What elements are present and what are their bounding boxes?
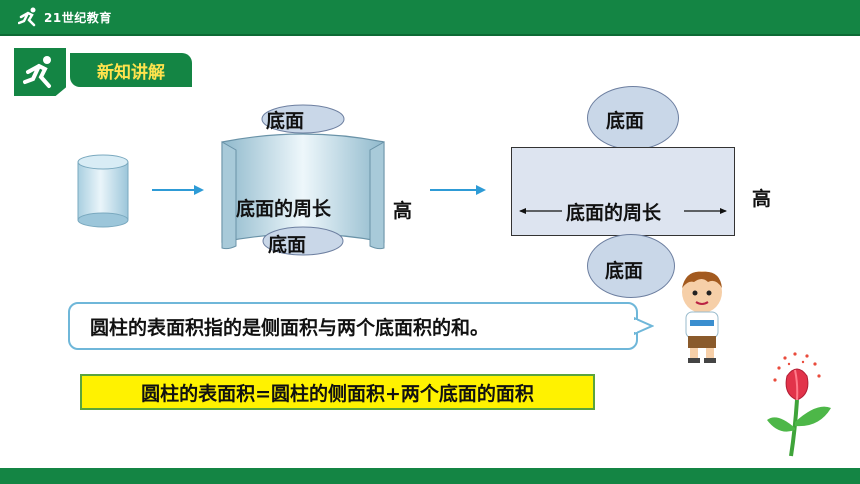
width-arrows — [519, 208, 727, 214]
net-bottom-base-label: 底面 — [605, 260, 644, 282]
footer-bar — [0, 468, 860, 484]
speech-tail — [634, 316, 654, 336]
speech-bubble: 圆柱的表面积指的是侧面积与两个底面积的和。 — [68, 302, 638, 350]
formula-text: 圆柱的表面积=圆柱的侧面积+两个底面的面积 — [141, 382, 534, 405]
bottom-base-label: 底面 — [268, 234, 307, 256]
header-bar — [0, 0, 860, 34]
small-cylinder — [77, 154, 129, 228]
formula-box: 圆柱的表面积=圆柱的侧面积+两个底面的面积 — [80, 374, 595, 410]
unrolling-cylinder — [221, 104, 385, 256]
brand-text: 21世纪教育 — [44, 10, 112, 25]
net-top-base-label: 底面 — [606, 110, 645, 132]
section-title: 新知讲解 — [70, 53, 192, 87]
top-base-label: 底面 — [266, 110, 305, 132]
net-circumference-label: 底面的周长 — [566, 202, 662, 224]
arrow-right-icon — [430, 185, 486, 195]
lateral-rectangle — [511, 147, 735, 236]
height-label: 高 — [393, 200, 413, 222]
runner-icon — [18, 7, 36, 27]
brand-logo: 21世纪教育 — [18, 6, 112, 28]
section-icon-box — [14, 48, 66, 96]
header-divider — [0, 34, 860, 36]
net-height-label: 高 — [752, 188, 772, 210]
bottom-base-circle — [587, 234, 675, 298]
speech-text: 圆柱的表面积指的是侧面积与两个底面积的和。 — [90, 316, 490, 339]
arrow-right-icon — [152, 185, 204, 195]
top-base-circle — [587, 86, 679, 150]
flower-icon — [767, 352, 831, 457]
boy-illustration — [682, 271, 722, 363]
circumference-label: 底面的周长 — [236, 198, 332, 220]
runner-icon — [23, 56, 51, 88]
